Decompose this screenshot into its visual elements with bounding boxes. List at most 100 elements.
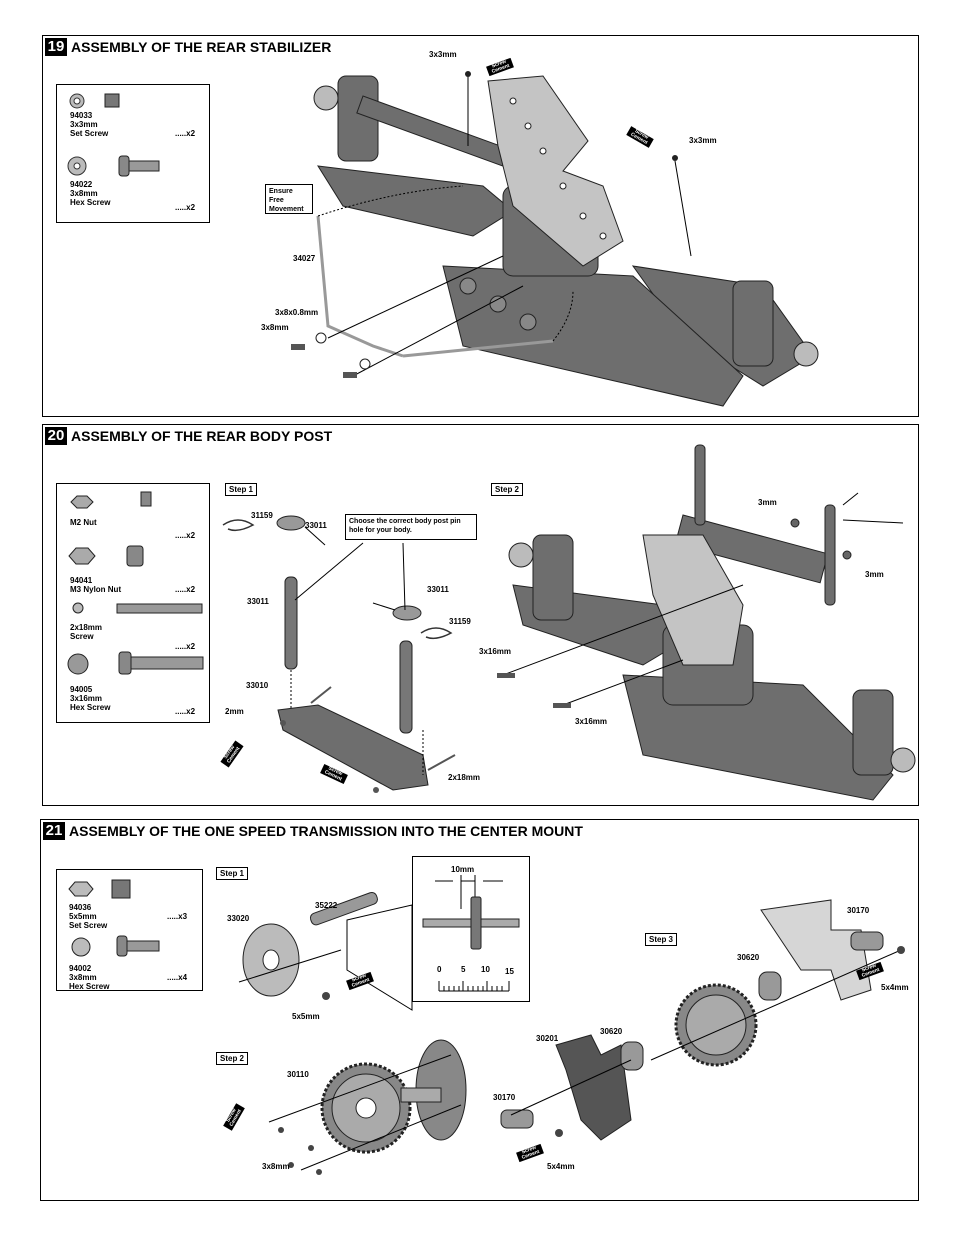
parts-box: M2 Nut .....x2 94041 M3 Nylon Nut .....x… <box>56 483 210 723</box>
bearing <box>758 971 782 1001</box>
part-label: 33010 <box>246 681 269 690</box>
step-1-label: Step 1 <box>216 867 249 880</box>
part-label: 33011 <box>305 521 327 530</box>
drive-shaft <box>309 891 378 926</box>
part-label: 3x3mm <box>429 50 457 59</box>
hex-screw-icon <box>278 1127 284 1133</box>
chassis-plate <box>622 674 894 801</box>
part-qty: .....x2 <box>175 642 196 651</box>
part-qty: .....x4 <box>167 973 188 982</box>
rear-body-post-illustration <box>222 444 916 801</box>
shock-tower <box>642 534 744 666</box>
part-label: 31159 <box>449 617 471 626</box>
part-label: 35222 <box>315 901 338 910</box>
body-clip <box>222 519 255 532</box>
set-screw-icon <box>897 946 905 954</box>
part-name: Hex Screw <box>70 198 111 207</box>
section-title: ASSEMBLY OF THE REAR STABILIZER <box>71 39 332 55</box>
part-label: 30110 <box>287 1070 309 1079</box>
set-screw-icon <box>322 992 330 1000</box>
m3-nut-icon <box>842 550 852 560</box>
wheel-hub-right <box>890 747 916 773</box>
part-code: 94033 <box>70 111 93 120</box>
hex-screw-shaft-icon <box>126 940 160 952</box>
part-qty: .....x2 <box>175 129 196 138</box>
part-name: M2 Nut <box>70 518 97 527</box>
part-label: 5x4mm <box>881 983 909 992</box>
hex-screw-icon <box>343 372 357 378</box>
body-post <box>824 504 836 606</box>
measurement-inset: 10mm 0 5 10 15 <box>412 856 530 1002</box>
hub-carrier-right <box>732 280 774 367</box>
part-code: 94036 <box>69 903 92 912</box>
part-label: 3mm <box>758 498 777 507</box>
hub-carrier-right <box>852 689 894 776</box>
part-label: 3mm <box>865 570 884 579</box>
part-qty: .....x2 <box>175 203 196 212</box>
part-label: 30170 <box>493 1093 516 1102</box>
part-size: 5x5mm <box>69 912 97 921</box>
set-screw-icon <box>104 93 120 108</box>
part-label: 31159 <box>251 511 273 520</box>
part-label: 5x4mm <box>547 1162 575 1171</box>
transmission-illustration <box>238 891 905 1175</box>
set-screw-icon <box>465 71 471 77</box>
body-post <box>399 640 413 734</box>
body-post-washer <box>392 605 422 621</box>
washer-icon <box>67 653 89 675</box>
section-number: 19 <box>45 38 67 56</box>
step-2-label: Step 2 <box>216 1052 249 1065</box>
section-number: 20 <box>45 427 67 445</box>
callout-box: Ensure Free Movement <box>265 184 313 214</box>
parts-icons <box>67 491 204 675</box>
section-title: ASSEMBLY OF THE REAR BODY POST <box>71 428 333 444</box>
hex-washer-icon <box>68 881 94 897</box>
part-label: 5x5mm <box>292 1012 320 1021</box>
step-3-label: Step 3 <box>645 933 678 946</box>
chassis-plate <box>442 265 744 407</box>
hex-screw-shaft-icon <box>128 160 160 172</box>
washer-icon <box>359 358 371 370</box>
m2-nut-icon <box>70 495 94 509</box>
part-code: 94041 <box>70 576 93 585</box>
ruler-tick-label: 5 <box>461 965 466 974</box>
ruler-tick-label: 10 <box>481 965 490 974</box>
m2-nut-side-icon <box>140 491 152 507</box>
part-label: 33020 <box>227 914 250 923</box>
hex-screw-icon <box>288 1162 294 1168</box>
hex-screw-icon <box>291 344 305 350</box>
part-name: Set Screw <box>69 921 108 930</box>
part-name: Set Screw <box>70 129 109 138</box>
callout-box: Choose the correct body post pin hole fo… <box>345 514 477 540</box>
section-20-panel: 20 ASSEMBLY OF THE REAR BODY POST M2 Nut… <box>42 424 919 806</box>
section-19-panel: 19 ASSEMBLY OF THE REAR STABILIZER 94033… <box>42 35 919 417</box>
section-number: 21 <box>43 822 65 840</box>
hub-flange <box>470 896 482 950</box>
body-post <box>284 576 298 670</box>
hex-screw-icon <box>308 1145 314 1151</box>
body-post-mount <box>674 514 829 584</box>
body-post-mount <box>277 704 429 791</box>
body-post <box>694 444 706 526</box>
motor-mount-insert <box>500 1109 534 1129</box>
pivot-ball <box>489 295 507 313</box>
part-label: 30201 <box>536 1034 559 1043</box>
nylon-nut-icon <box>68 547 96 565</box>
step-1-label: Step 1 <box>225 483 258 496</box>
section-21-panel: 21 ASSEMBLY OF THE ONE SPEED TRANSMISSIO… <box>40 819 919 1201</box>
part-label: 3x8x0.8mm <box>275 308 319 317</box>
set-screw-icon <box>111 879 131 899</box>
part-label: 3x16mm <box>479 647 512 656</box>
part-size: 3x16mm <box>70 694 103 703</box>
part-size: 2x18mm <box>70 623 103 632</box>
rear-arm-left <box>317 165 514 237</box>
wheel-hub-left <box>508 542 534 568</box>
ruler-tick-label: 15 <box>505 967 514 976</box>
part-label: 3x3mm <box>689 136 717 145</box>
pivot-ball <box>519 313 537 331</box>
screw-shaft-icon <box>116 603 203 614</box>
part-qty: .....x3 <box>167 912 188 921</box>
part-label: 2x18mm <box>448 773 481 782</box>
part-label: 30620 <box>600 1027 623 1036</box>
washer-icon <box>315 332 327 344</box>
